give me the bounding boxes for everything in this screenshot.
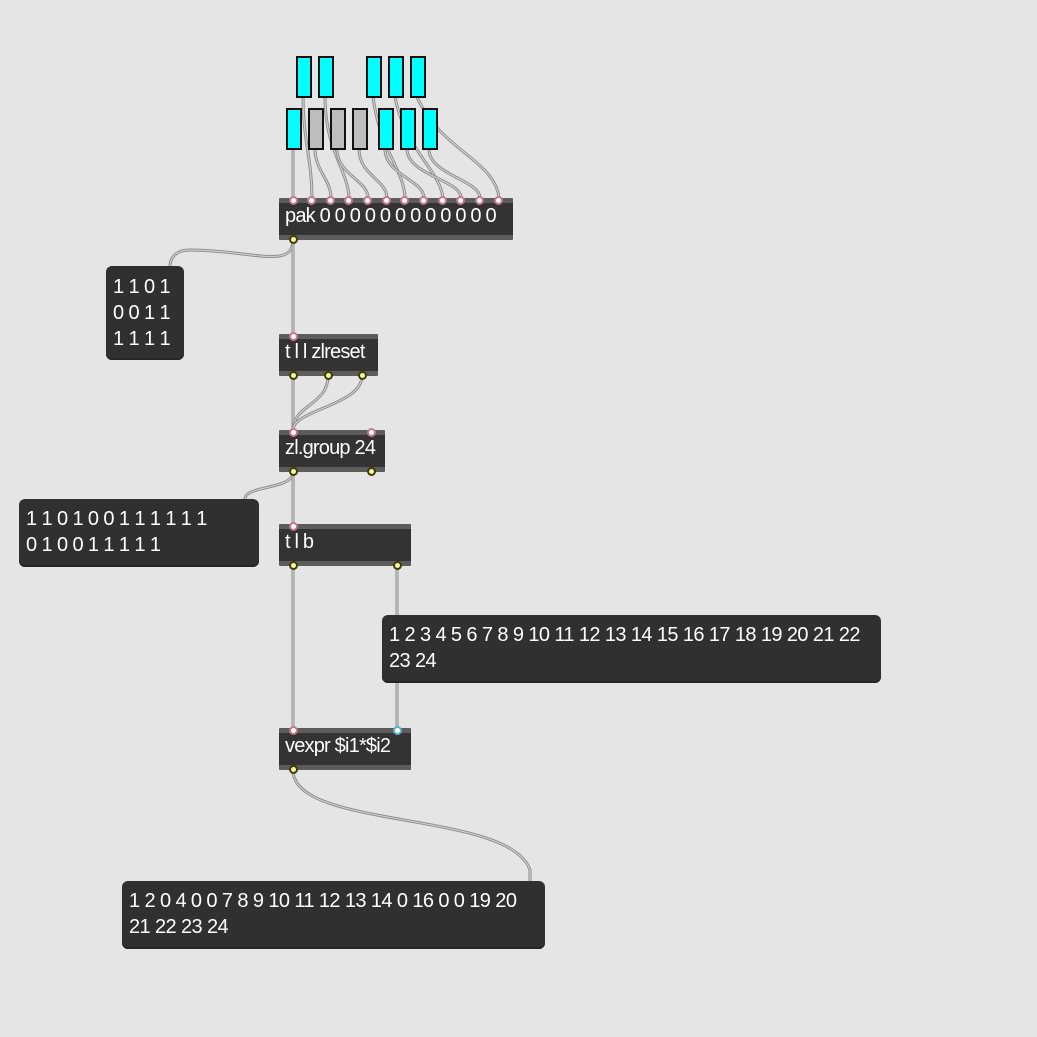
index-list-line-2: 23 24 [389,650,437,672]
vexpr-inlet-2[interactable] [393,726,402,735]
grid-display-line-2: 0 0 1 1 [113,302,171,324]
grouped-list-line-1: 1 1 0 1 0 0 1 1 1 1 1 1 [26,508,207,530]
trigger-reset-label: t l l zlreset [285,341,365,363]
trigger-lb-object[interactable]: t l b [279,524,411,566]
patch-cord-highlight [292,375,329,431]
patch-cord-highlight [314,148,332,199]
result-list-line-2: 21 22 23 24 [129,916,229,938]
toggle-top-4[interactable] [388,56,404,98]
patch-cord-highlight [336,148,369,199]
zl-group-inlet-1[interactable] [289,428,298,437]
toggle-bottom-7[interactable] [422,108,438,150]
trigger-reset-outlet-2[interactable] [324,371,333,380]
pak-inlet-8[interactable] [419,196,428,205]
patch-cord[interactable] [291,768,532,883]
trigger-reset-inlet[interactable] [289,332,298,341]
patch-cord-highlight [292,375,363,431]
pak-inlet-4[interactable] [344,196,353,205]
patch-cord-highlight [372,96,406,199]
patch-cord[interactable] [357,147,389,200]
grouped-list-line-2: 0 1 0 0 1 1 1 1 1 [26,534,161,556]
patch-cord-highlight [169,239,294,267]
patch-cord-highlight [394,96,444,199]
index-list-line-1: 1 2 3 4 5 6 7 8 9 10 11 12 13 14 15 16 1… [389,624,861,646]
patch-cord[interactable] [243,470,295,501]
vexpr-inlet-1[interactable] [289,726,298,735]
pak-inlet-2[interactable] [307,196,316,205]
patch-cord-highlight [292,769,531,882]
zl-group-label: zl.group 24 [285,437,376,459]
patch-cord-highlight [358,148,388,199]
toggle-bottom-3[interactable] [330,108,346,150]
trigger-lb-label: t l b [285,531,314,553]
toggle-bottom-1[interactable] [286,108,302,150]
zl-group-inlet-2[interactable] [367,428,376,437]
zl-group-outlet-1[interactable] [289,467,298,476]
result-list-message[interactable]: 1 2 0 4 0 0 7 8 9 10 11 12 13 14 0 16 0 … [122,881,545,949]
zl-group-outlet-2[interactable] [367,467,376,476]
grid-display-message[interactable]: 1 1 0 1 0 0 1 1 1 1 1 1 [106,266,184,360]
pak-inlet-5[interactable] [363,196,372,205]
toggle-bottom-6[interactable] [400,108,416,150]
pak-inlet-9[interactable] [438,196,447,205]
grid-display-line-3: 1 1 1 1 [113,328,171,350]
vexpr-object[interactable]: vexpr $i1*$i2 [279,728,411,770]
patch-cord-highlight [406,148,462,199]
result-list-line-1: 1 2 0 4 0 0 7 8 9 10 11 12 13 14 0 16 0 … [129,890,517,912]
toggle-bottom-2[interactable] [308,108,324,150]
toggle-top-3[interactable] [366,56,382,98]
toggle-top-2[interactable] [318,56,334,98]
patch-cord-highlight [384,148,425,199]
pak-object-label: pak 0 0 0 0 0 0 0 0 0 0 0 0 [285,205,497,227]
trigger-reset-outlet-3[interactable] [358,371,367,380]
grid-display-line-1: 1 1 0 1 [113,276,171,298]
patch-cord-highlight [428,148,481,199]
trigger-lb-outlet-2[interactable] [393,561,402,570]
pak-inlet-1[interactable] [289,196,298,205]
patch-cord[interactable] [427,147,482,200]
toggle-bottom-5[interactable] [378,108,394,150]
grouped-list-message[interactable]: 1 1 0 1 0 0 1 1 1 1 1 1 0 1 0 0 1 1 1 1 … [19,499,259,567]
patch-cord-highlight [302,96,313,199]
toggle-top-5[interactable] [410,56,426,98]
pak-inlet-12[interactable] [494,196,503,205]
zl-group-object[interactable]: zl.group 24 [279,430,385,472]
pak-inlet-3[interactable] [326,196,335,205]
trigger-lb-inlet[interactable] [289,522,298,531]
pak-inlet-11[interactable] [475,196,484,205]
toggle-top-1[interactable] [296,56,312,98]
trigger-reset-outlet-1[interactable] [289,371,298,380]
toggle-bottom-4[interactable] [352,108,368,150]
pak-inlet-10[interactable] [456,196,465,205]
index-list-message[interactable]: 1 2 3 4 5 6 7 8 9 10 11 12 13 14 15 16 1… [382,615,881,683]
trigger-lb-outlet-1[interactable] [289,561,298,570]
pak-outlet[interactable] [289,235,298,244]
vexpr-label: vexpr $i1*$i2 [285,735,391,757]
pak-inlet-7[interactable] [400,196,409,205]
trigger-reset-object[interactable]: t l l zlreset [279,334,378,376]
vexpr-outlet[interactable] [289,765,298,774]
pak-inlet-6[interactable] [382,196,391,205]
